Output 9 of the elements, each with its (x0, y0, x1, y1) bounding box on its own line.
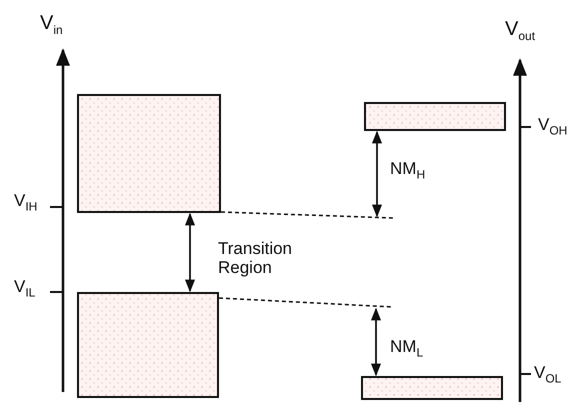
dimension-label: NM$_{H}$ (390, 160, 426, 182)
dimension-label: NM$_{L}$ (390, 338, 424, 360)
tick-label: V$_{OH}$ (538, 116, 568, 138)
tick-label: V$_{IH}$ (14, 192, 38, 214)
axis-label: V$_{in}$ (40, 12, 63, 38)
region-label: Transition Region (218, 240, 294, 278)
tick-label: V$_{IL}$ (14, 278, 36, 300)
axis-label: V$_{out}$ (505, 18, 536, 44)
tick-label: V$_{OL}$ (534, 364, 562, 386)
